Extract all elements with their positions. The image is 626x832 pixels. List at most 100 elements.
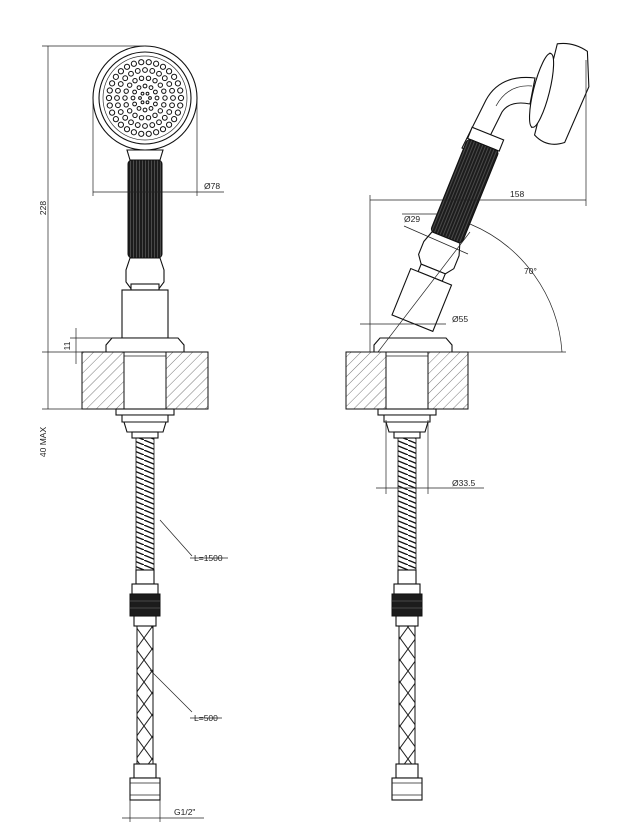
nozzle xyxy=(161,88,167,94)
nozzle xyxy=(115,87,121,94)
flange-height-label: 11 xyxy=(62,341,72,350)
nozzle xyxy=(123,126,131,133)
nozzle xyxy=(122,75,129,82)
nozzle xyxy=(123,63,131,70)
nozzle xyxy=(149,68,156,74)
nozzle xyxy=(145,59,152,66)
hose-side xyxy=(391,437,423,801)
nozzle xyxy=(132,77,138,84)
diameter-symbol: Ø xyxy=(452,478,459,488)
handle-side xyxy=(391,126,505,333)
projection-label: 158 xyxy=(510,189,524,199)
nozzle xyxy=(170,95,176,101)
nozzle xyxy=(177,102,184,109)
nozzle xyxy=(166,81,173,87)
nozzle-pattern xyxy=(105,59,185,137)
nozzle xyxy=(117,109,124,115)
hole-diameter-label: 33.5 xyxy=(459,478,476,488)
nozzle xyxy=(159,63,167,70)
nozzle xyxy=(122,95,128,101)
nozzle xyxy=(112,73,119,80)
nozzle xyxy=(132,112,138,119)
nozzle xyxy=(169,87,175,94)
nozzle xyxy=(159,126,167,133)
nozzle xyxy=(128,119,134,126)
nozzle xyxy=(162,95,168,101)
nozzle xyxy=(130,60,137,67)
diameter-symbol: Ø xyxy=(404,214,411,224)
side-view: 158 Ø29 70° Ø55 Ø33.5 xyxy=(345,42,590,801)
nozzle xyxy=(156,70,162,77)
dimension-labels-side: 158 Ø29 70° Ø55 Ø33.5 xyxy=(404,189,537,488)
dimension-lines-side xyxy=(360,60,587,494)
dimension-labels-front: 228 40 MAX 11 Ø78 L=1500 L=500 G1/2" xyxy=(38,181,223,817)
nozzle xyxy=(157,108,164,114)
nozzle xyxy=(171,73,178,80)
nozzle xyxy=(138,75,145,82)
nozzle xyxy=(122,114,129,121)
nozzle xyxy=(174,80,181,87)
deck-thickness-label: 40 MAX xyxy=(38,427,48,458)
nozzle xyxy=(145,115,152,121)
nozzle xyxy=(152,77,158,84)
nozzle xyxy=(117,121,125,128)
nozzle xyxy=(171,116,178,123)
handle-diameter-label: 29 xyxy=(411,214,421,224)
head-diameter-label: 78 xyxy=(211,181,221,191)
nozzle xyxy=(149,122,156,128)
nozzle xyxy=(106,102,113,109)
nozzle xyxy=(145,130,152,137)
nozzle xyxy=(145,100,150,105)
nozzle xyxy=(177,87,184,94)
nozzle xyxy=(130,95,136,101)
nozzle xyxy=(140,91,145,96)
nozzle xyxy=(115,102,121,109)
nozzle xyxy=(117,68,125,75)
nozzle xyxy=(165,68,173,75)
diameter-symbol: Ø xyxy=(452,314,459,324)
nozzle xyxy=(132,101,138,107)
nozzle xyxy=(153,129,160,136)
svg-text:Ø78: Ø78 xyxy=(204,181,220,191)
handle-front xyxy=(125,149,165,291)
diameter-symbol: Ø xyxy=(204,181,211,191)
nozzle xyxy=(152,112,158,119)
nozzle xyxy=(154,95,160,101)
nozzle xyxy=(138,115,145,121)
nozzle xyxy=(161,75,168,82)
nozzle xyxy=(138,96,142,100)
nozzle xyxy=(134,122,141,128)
nozzle xyxy=(136,105,142,111)
thread-label: G1/2" xyxy=(174,807,195,817)
nozzle xyxy=(157,82,164,88)
nozzle xyxy=(145,91,150,96)
hose-front xyxy=(129,437,161,801)
nozzle xyxy=(138,130,145,137)
nozzle xyxy=(142,83,148,89)
nozzle xyxy=(142,123,148,129)
nozzle xyxy=(166,109,173,115)
nozzle xyxy=(123,102,129,108)
nozzle xyxy=(117,81,124,87)
nozzle xyxy=(112,116,119,123)
nozzle xyxy=(132,89,138,95)
deck-side xyxy=(345,351,469,439)
svg-text:Ø55: Ø55 xyxy=(452,314,468,324)
front-view: 228 40 MAX 11 Ø78 L=1500 L=500 G1/2" xyxy=(38,45,228,822)
nozzle xyxy=(136,85,142,91)
nozzle xyxy=(142,67,148,73)
flex-length-label: L=500 xyxy=(194,713,218,723)
nozzle xyxy=(148,85,154,91)
nozzle xyxy=(126,108,133,114)
nozzle xyxy=(109,80,116,87)
nozzle xyxy=(109,109,116,116)
nozzle xyxy=(106,87,113,94)
nozzle xyxy=(156,119,162,126)
nozzle xyxy=(105,94,113,102)
hose-length-label: L=1500 xyxy=(194,553,223,563)
shower-head-side xyxy=(528,42,590,145)
deck-front xyxy=(81,351,209,439)
nozzle xyxy=(148,105,154,111)
nozzle xyxy=(152,101,158,107)
